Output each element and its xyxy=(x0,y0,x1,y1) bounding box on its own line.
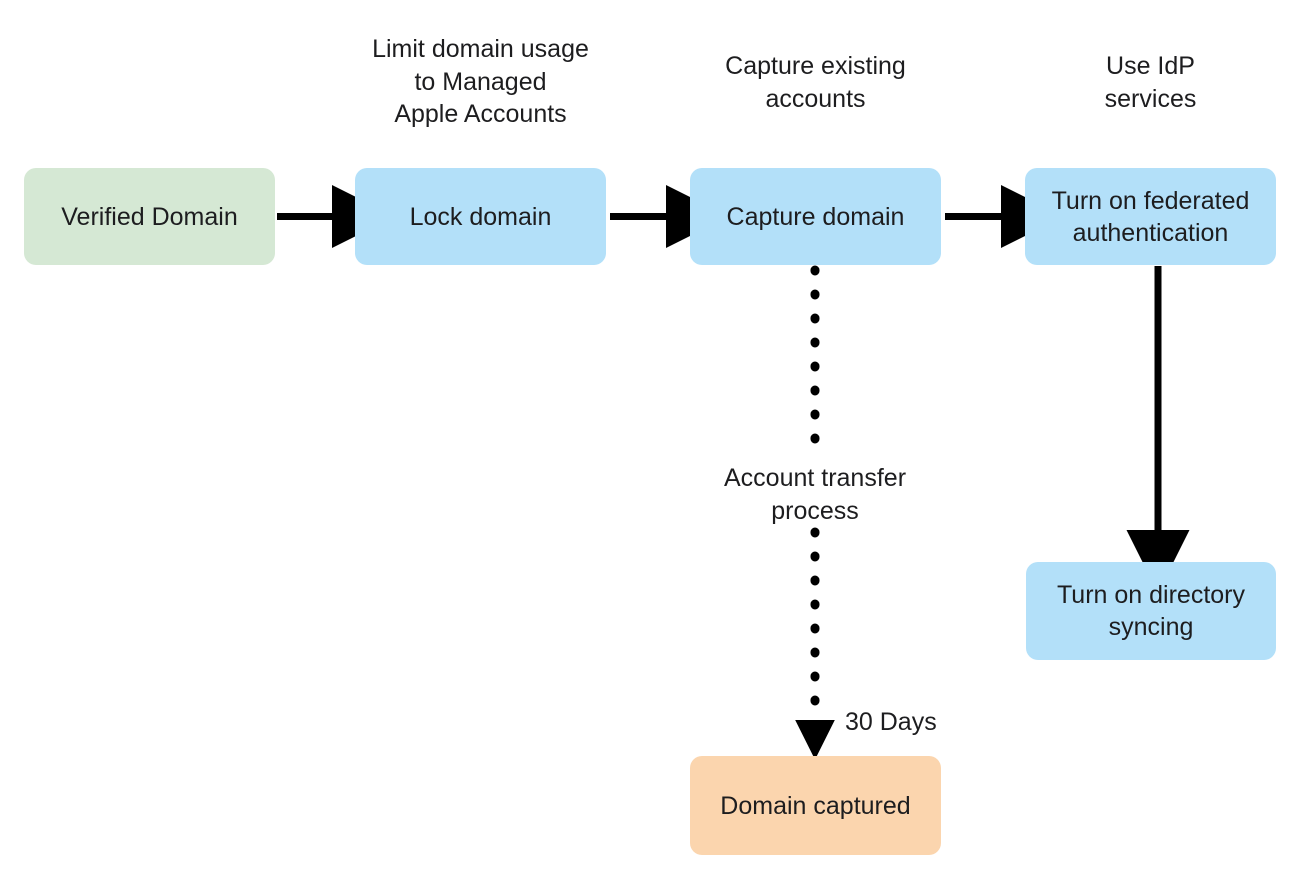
node-lock-domain[interactable]: Lock domain xyxy=(355,168,606,265)
node-domain-captured[interactable]: Domain captured xyxy=(690,756,941,855)
node-capture-domain[interactable]: Capture domain xyxy=(690,168,941,265)
edge-label-account-transfer-process: Account transfer process xyxy=(723,464,907,525)
caption-federated-auth: Use IdP services xyxy=(1104,52,1197,113)
edge-label-30-days: 30 Days xyxy=(845,708,937,736)
node-verified-domain[interactable]: Verified Domain xyxy=(24,168,275,265)
caption-capture-domain: Capture existing accounts xyxy=(725,52,906,113)
caption-lock-domain: Limit domain usage to Managed Apple Acco… xyxy=(372,35,589,128)
node-federated-authentication[interactable]: Turn on federated authentication xyxy=(1025,168,1276,265)
node-directory-syncing[interactable]: Turn on directory syncing xyxy=(1026,562,1276,660)
